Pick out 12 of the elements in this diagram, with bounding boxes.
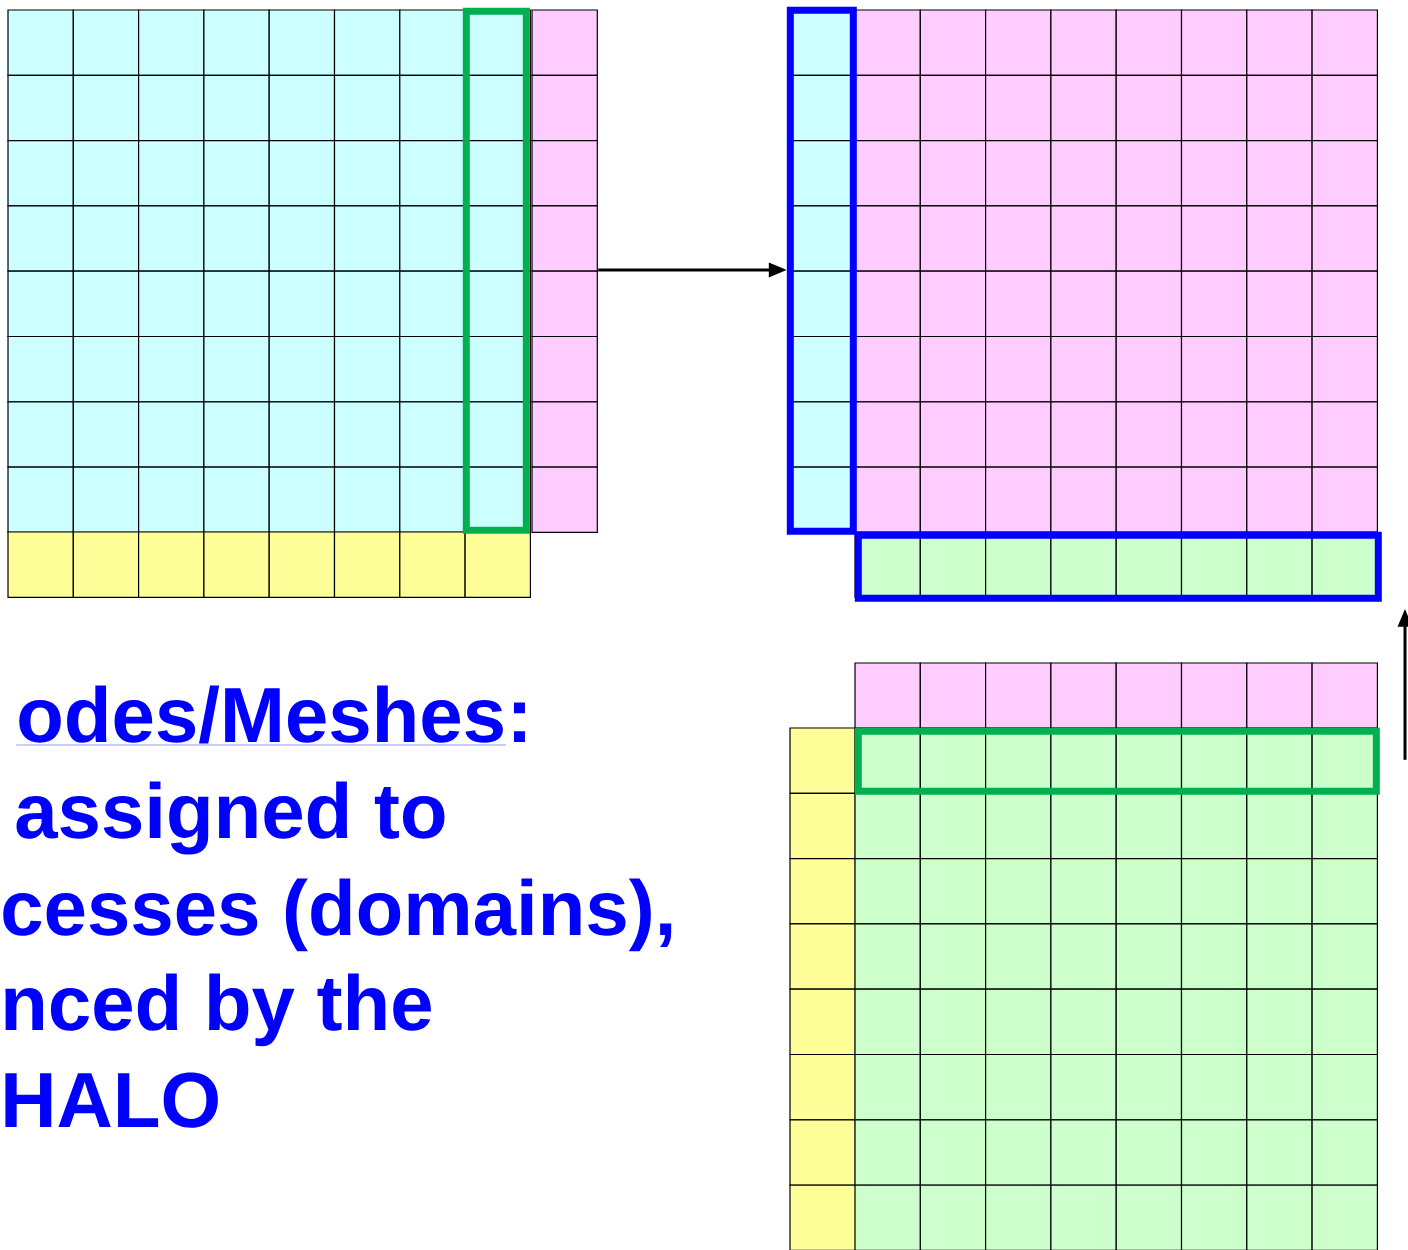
heading-text: odes/Meshes xyxy=(16,685,507,746)
highlight-box xyxy=(854,727,1380,795)
grid-drawing xyxy=(789,662,1378,1250)
highlight-box xyxy=(462,7,530,534)
body-text: HALO xyxy=(5,1072,218,1128)
grid-drawing xyxy=(7,9,598,598)
highlight-box xyxy=(786,6,857,535)
body-text: cesses (domains), xyxy=(3,878,672,952)
body-text: assigned to xyxy=(16,781,445,855)
colon-text: : xyxy=(513,702,525,742)
body-text: nced by the xyxy=(5,973,431,1047)
highlight-box xyxy=(854,531,1382,602)
